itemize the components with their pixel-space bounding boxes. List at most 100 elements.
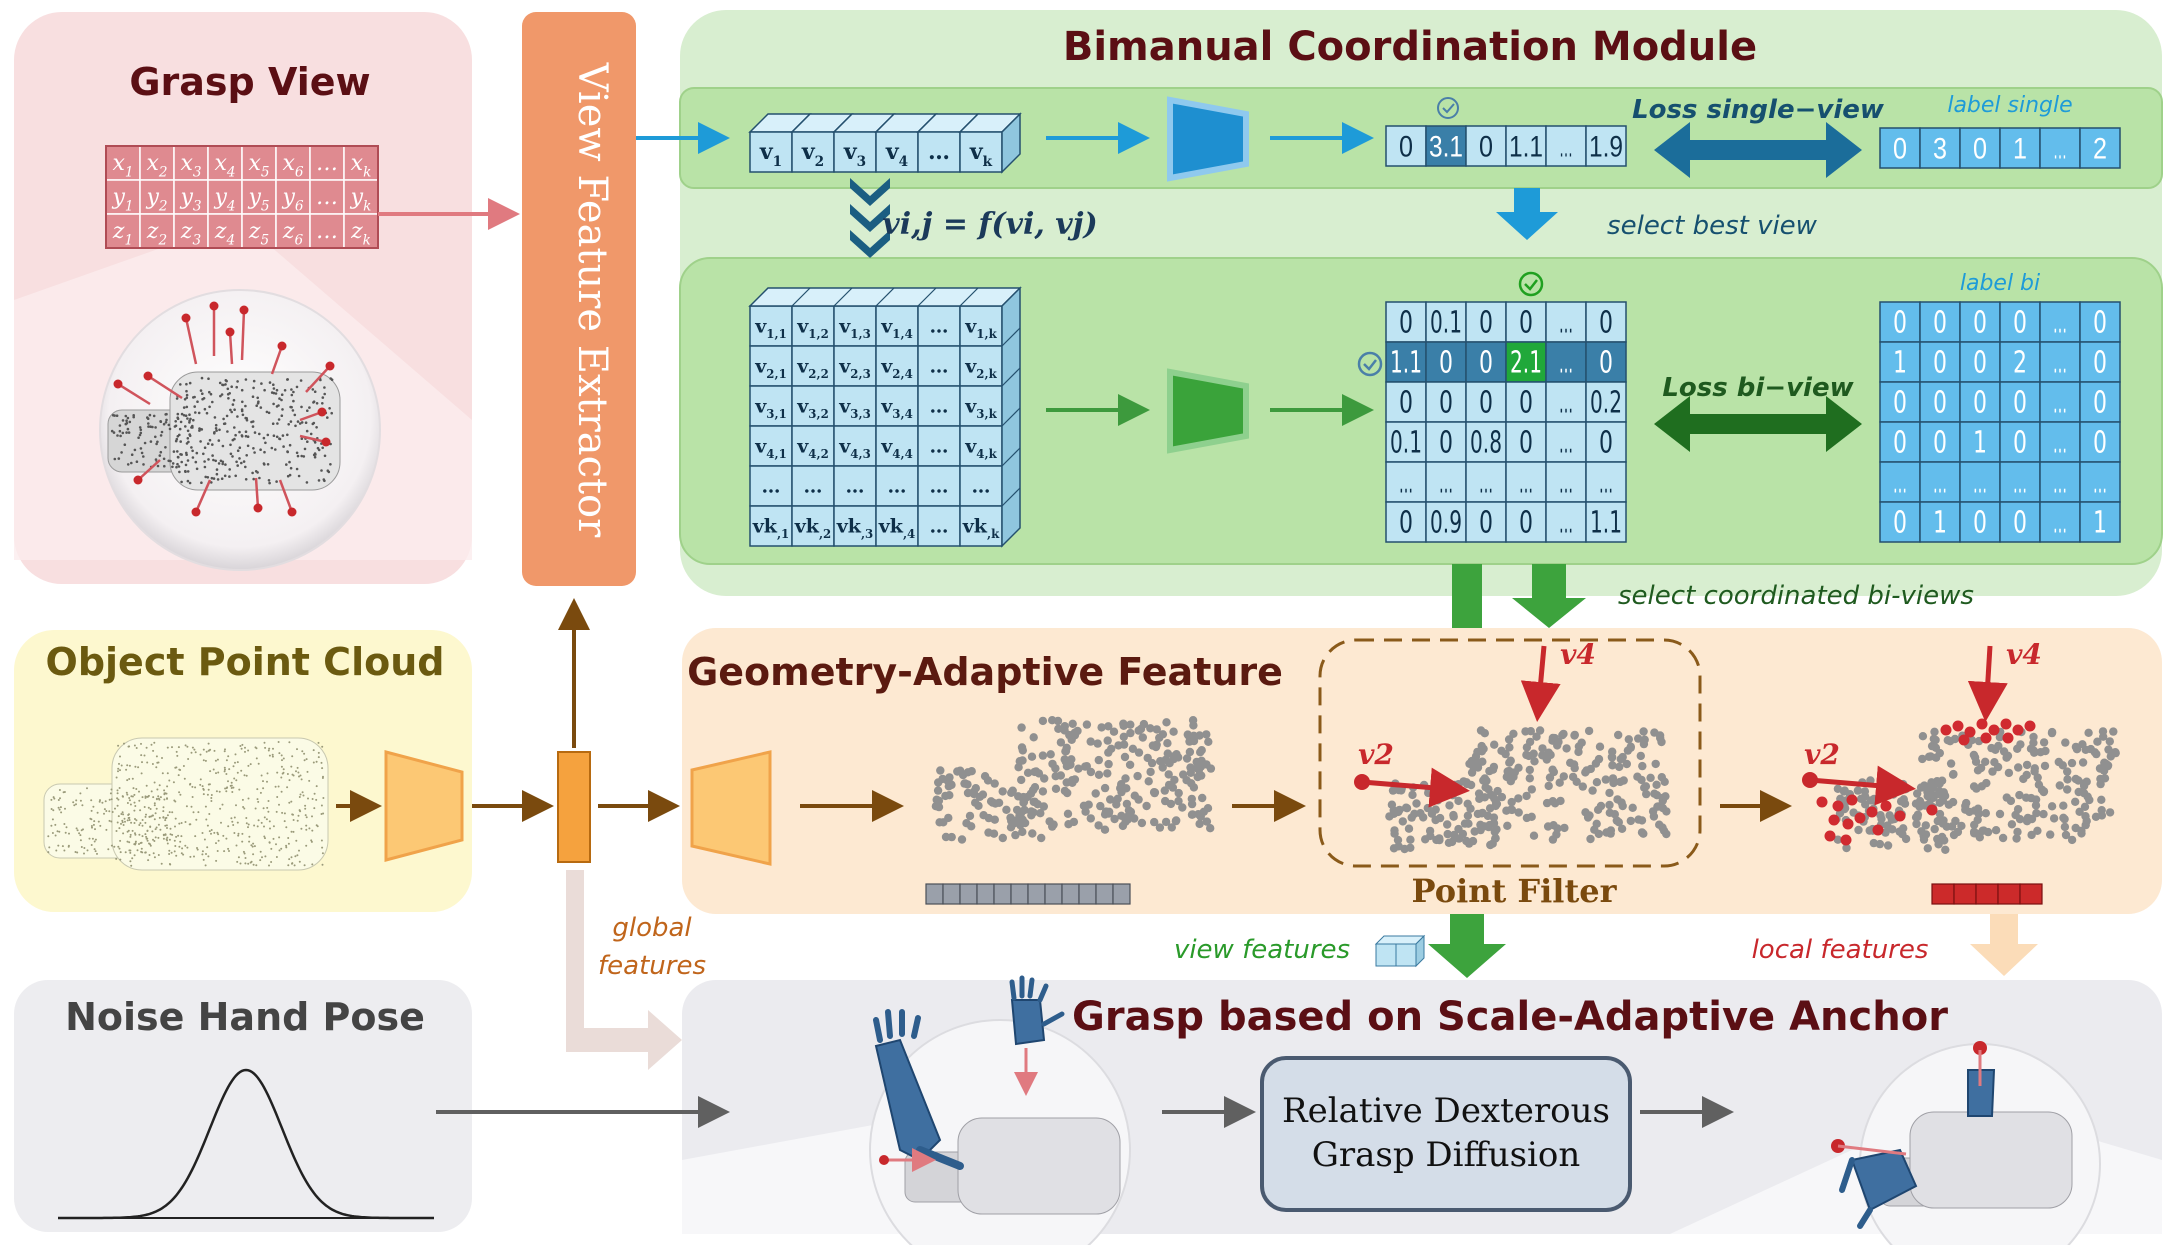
opc-dot [321, 852, 324, 855]
grasp-view-cell-text: x5 [248, 151, 269, 181]
bi-score-text: … [1599, 465, 1613, 500]
filter-cloud-dot [1612, 816, 1622, 825]
geometry-cloud-dot [1133, 771, 1142, 781]
opc-dot [96, 811, 99, 814]
pair-grid-text: vk,1 [752, 515, 790, 541]
local-cloud-dot [2092, 749, 2101, 759]
opc-dot [227, 755, 230, 758]
grasp-view-dot [121, 431, 125, 435]
opc-dot [298, 796, 301, 798]
opc-dot [277, 741, 280, 743]
pair-grid-top-line [917, 287, 937, 307]
local-cloud-dot [1918, 732, 1928, 741]
filter-cloud-dot [1514, 808, 1523, 817]
opc-dot [193, 855, 195, 858]
geometry-cloud-dot [1186, 768, 1196, 777]
grasp-view-dot [227, 397, 230, 400]
grasp-view-dot [236, 449, 240, 453]
bi-score-cell [1465, 301, 1507, 343]
opc-dot [101, 801, 104, 804]
opc-dot [177, 774, 180, 777]
grasp-view-dot [183, 398, 187, 401]
opc-dot [234, 753, 237, 756]
pair-grid-text: v2,k [964, 355, 997, 381]
opc-dot [147, 795, 149, 798]
local-selected-dot [1846, 794, 1858, 806]
opc-dot [162, 837, 165, 840]
opc-dot [151, 830, 154, 833]
opc-dot [60, 811, 63, 814]
opc-dot [146, 761, 149, 764]
opc-dot [278, 836, 281, 839]
opc-dot [113, 845, 116, 848]
grasp-view-dot [326, 416, 329, 419]
grasp-view-dot [262, 436, 266, 440]
filter-cloud-dot [1426, 831, 1435, 841]
local-feature-cell [1931, 883, 1955, 905]
loss-single-arrow [1654, 122, 1862, 178]
bi-score-text: … [1559, 385, 1573, 420]
grasp-view-dot [240, 409, 244, 413]
geometry-cloud-dot [1027, 752, 1037, 761]
opc-dot [194, 786, 197, 789]
opc-dot [298, 849, 300, 852]
opc-dot [92, 805, 95, 808]
opc-dot [243, 774, 246, 777]
geometry-cloud-dot [1187, 799, 1197, 809]
geometry-cloud-dot [1104, 722, 1113, 731]
opc-dot [75, 827, 78, 830]
opc-dot [288, 801, 291, 804]
opc-dot [235, 844, 238, 847]
filter-cloud-dot [1633, 772, 1642, 781]
grasp-view-dot [126, 427, 130, 431]
filter-cloud-dot [1607, 753, 1617, 762]
bi-score-cell [1385, 301, 1427, 343]
label-bi-text: 0 [2093, 345, 2107, 380]
opc-dot [275, 810, 278, 813]
opc-dot [231, 820, 234, 823]
grasp-view-dot [288, 460, 291, 464]
opc-dot [207, 749, 210, 752]
grasp-view-cell-text: x1 [112, 151, 133, 181]
opc-dot [249, 861, 252, 864]
select-bi-arrow [1512, 564, 1586, 628]
geometry-cloud-dot [1189, 721, 1198, 730]
grasp-view-cell-text: y3 [179, 185, 201, 215]
filter-cloud-dot [1490, 740, 1499, 749]
opc-dot [268, 841, 271, 844]
grasp-view-dot [171, 462, 175, 465]
geometry-feature-bar [925, 883, 1131, 905]
filter-cloud-dot [1444, 838, 1454, 847]
opc-dot [121, 819, 124, 822]
opc-dot [86, 849, 89, 852]
filter-cloud-dot [1653, 802, 1662, 811]
pair-grid-text: … [804, 475, 823, 497]
local-cloud-dot [1921, 821, 1931, 830]
opc-dot [116, 797, 119, 800]
local-cloud-dot [2029, 732, 2038, 742]
opc-dot [64, 831, 67, 834]
filter-cloud-dot [1657, 737, 1666, 747]
opc-dot [131, 829, 134, 832]
opc-dot [138, 833, 141, 836]
local-cloud-dot [2067, 758, 2077, 768]
grasp-view-dot [271, 422, 275, 426]
filter-cloud-dot [1506, 756, 1515, 765]
opc-dot [153, 856, 156, 859]
opc-dot [216, 831, 219, 834]
grasp-view-cell-text: z6 [282, 219, 304, 249]
pair-grid-text: v3,k [964, 395, 997, 421]
opc-dot [56, 830, 59, 833]
bi-score-text: 0.9 [1430, 505, 1462, 540]
geometry-feature-cell [1112, 883, 1131, 905]
opc-dot [242, 850, 245, 853]
opc-dot [233, 816, 236, 819]
grasp-view-cell-text: z3 [180, 219, 202, 249]
geometry-cloud-dot [1206, 824, 1215, 833]
point-filter-box [1318, 638, 1702, 868]
geometry-cloud-dot [1197, 756, 1206, 765]
opc-dot [51, 832, 54, 834]
geometry-cloud-dot [1039, 802, 1049, 811]
grasp-view-dot [224, 383, 227, 386]
filter-cloud-dot [1395, 805, 1404, 815]
